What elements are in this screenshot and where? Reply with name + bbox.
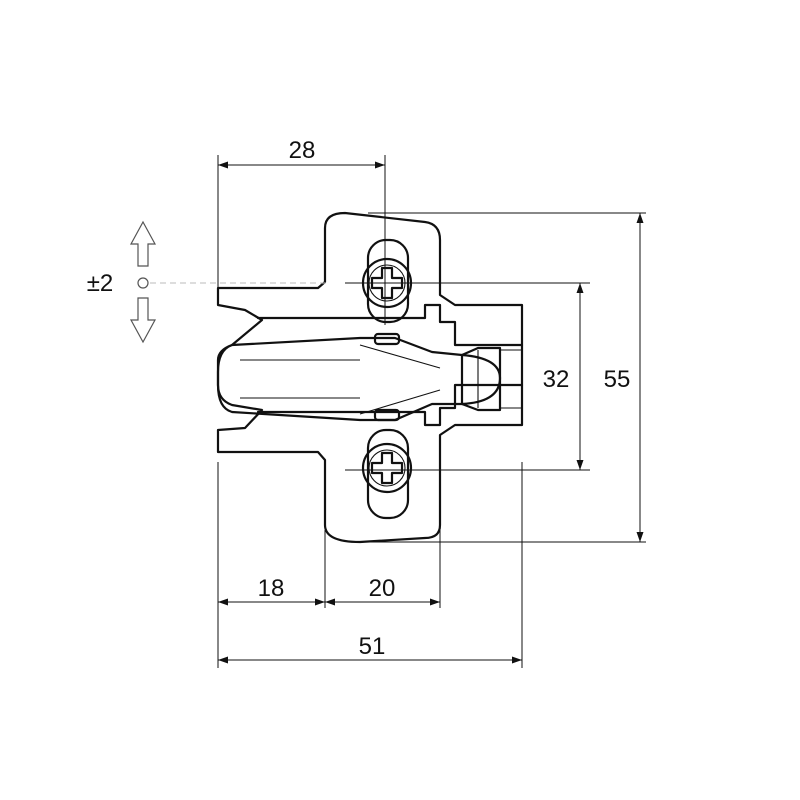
screw-bottom bbox=[361, 428, 413, 520]
screw-bottom-head bbox=[361, 442, 413, 494]
screw-top bbox=[361, 238, 413, 324]
dim-label-20: 20 bbox=[369, 575, 396, 602]
carriage-taper bbox=[359, 344, 441, 415]
phillips-screw-icon bbox=[370, 266, 404, 300]
screw-bottom-ring bbox=[368, 449, 406, 487]
plate-inner-top bbox=[256, 303, 524, 347]
dim-label-55: 55 bbox=[604, 366, 631, 393]
screw-bottom-slot bbox=[366, 428, 410, 520]
height-adjustment-indicator: ±2 bbox=[87, 220, 157, 344]
screw-top-slot bbox=[366, 238, 410, 324]
mounting-plate bbox=[216, 211, 524, 544]
adjust-center-dot bbox=[137, 277, 149, 289]
arrow-down-icon bbox=[129, 297, 157, 344]
dimension-lines bbox=[218, 161, 644, 664]
dim-label-18: 18 bbox=[258, 575, 285, 602]
dim-label-32: 32 bbox=[543, 366, 570, 393]
pin-top bbox=[373, 332, 401, 346]
arrow-up-icon bbox=[129, 220, 157, 267]
adjustment-label: ±2 bbox=[87, 270, 114, 297]
extension-lines bbox=[150, 155, 646, 668]
plate-inner-bottom bbox=[256, 383, 524, 427]
dim-label-28: 28 bbox=[289, 137, 316, 164]
cam-end bbox=[477, 349, 522, 409]
phillips-screw-icon bbox=[370, 451, 404, 485]
plate-outline bbox=[216, 211, 524, 544]
pin-bottom bbox=[373, 408, 401, 422]
central-carriage bbox=[216, 336, 502, 422]
dim-label-51: 51 bbox=[359, 633, 386, 660]
cam-knob bbox=[460, 353, 502, 406]
